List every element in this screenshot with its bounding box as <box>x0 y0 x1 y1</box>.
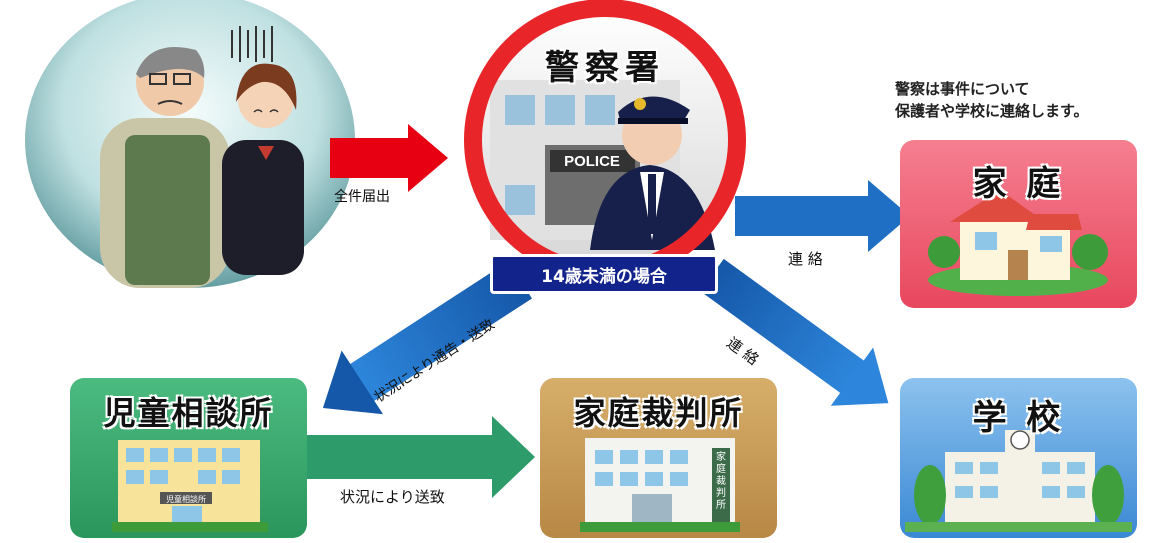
police-note-line2: 保護者や学校に連絡します。 <box>895 102 1089 120</box>
police-title: 警察署 <box>520 40 690 89</box>
family-court-title: 家庭裁判所 <box>540 384 777 434</box>
report-arrow <box>330 124 448 192</box>
police-note: 警察は事件について 保護者や学校に連絡します。 <box>895 78 1157 122</box>
report-arrow-label: 全件届出 <box>334 189 390 205</box>
police-title-text: 警察署 <box>545 48 665 88</box>
send-arrow <box>305 416 535 498</box>
school-box <box>900 378 1137 538</box>
family-illustration <box>25 0 355 288</box>
family-court-vertical-sign: 家庭裁判所 <box>716 452 726 511</box>
police-sign: POLICE <box>564 153 620 170</box>
contact-home-arrow-label: 連 絡 <box>788 250 823 268</box>
child-center-box: 児童相談所 <box>70 378 307 538</box>
school-title: 学 校 <box>900 384 1137 438</box>
contact-school-arrow <box>700 258 889 406</box>
under14-label-text: 14歳未満の場合 <box>541 266 667 287</box>
notify-arrow <box>322 261 532 415</box>
father-figure <box>100 47 230 288</box>
contact-home-arrow <box>735 180 910 252</box>
daughter-figure <box>222 63 304 275</box>
under14-label: 14歳未満の場合 <box>490 254 718 294</box>
family-court-box <box>540 378 777 538</box>
child-center-title-text: 児童相談所 <box>103 394 274 432</box>
send-arrow-label: 状況により送致 <box>340 488 445 506</box>
police-note-line1: 警察は事件について <box>895 80 1030 98</box>
child-center-sign: 児童相談所 <box>166 494 206 504</box>
family-court-title-text: 家庭裁判所 <box>573 394 744 432</box>
home-title: 家 庭 <box>900 150 1137 204</box>
home-box <box>900 140 1137 308</box>
child-center-title: 児童相談所 <box>70 384 307 434</box>
home-title-text: 家 庭 <box>972 164 1065 204</box>
school-title-text: 学 校 <box>972 398 1065 438</box>
officer-figure <box>590 96 715 250</box>
